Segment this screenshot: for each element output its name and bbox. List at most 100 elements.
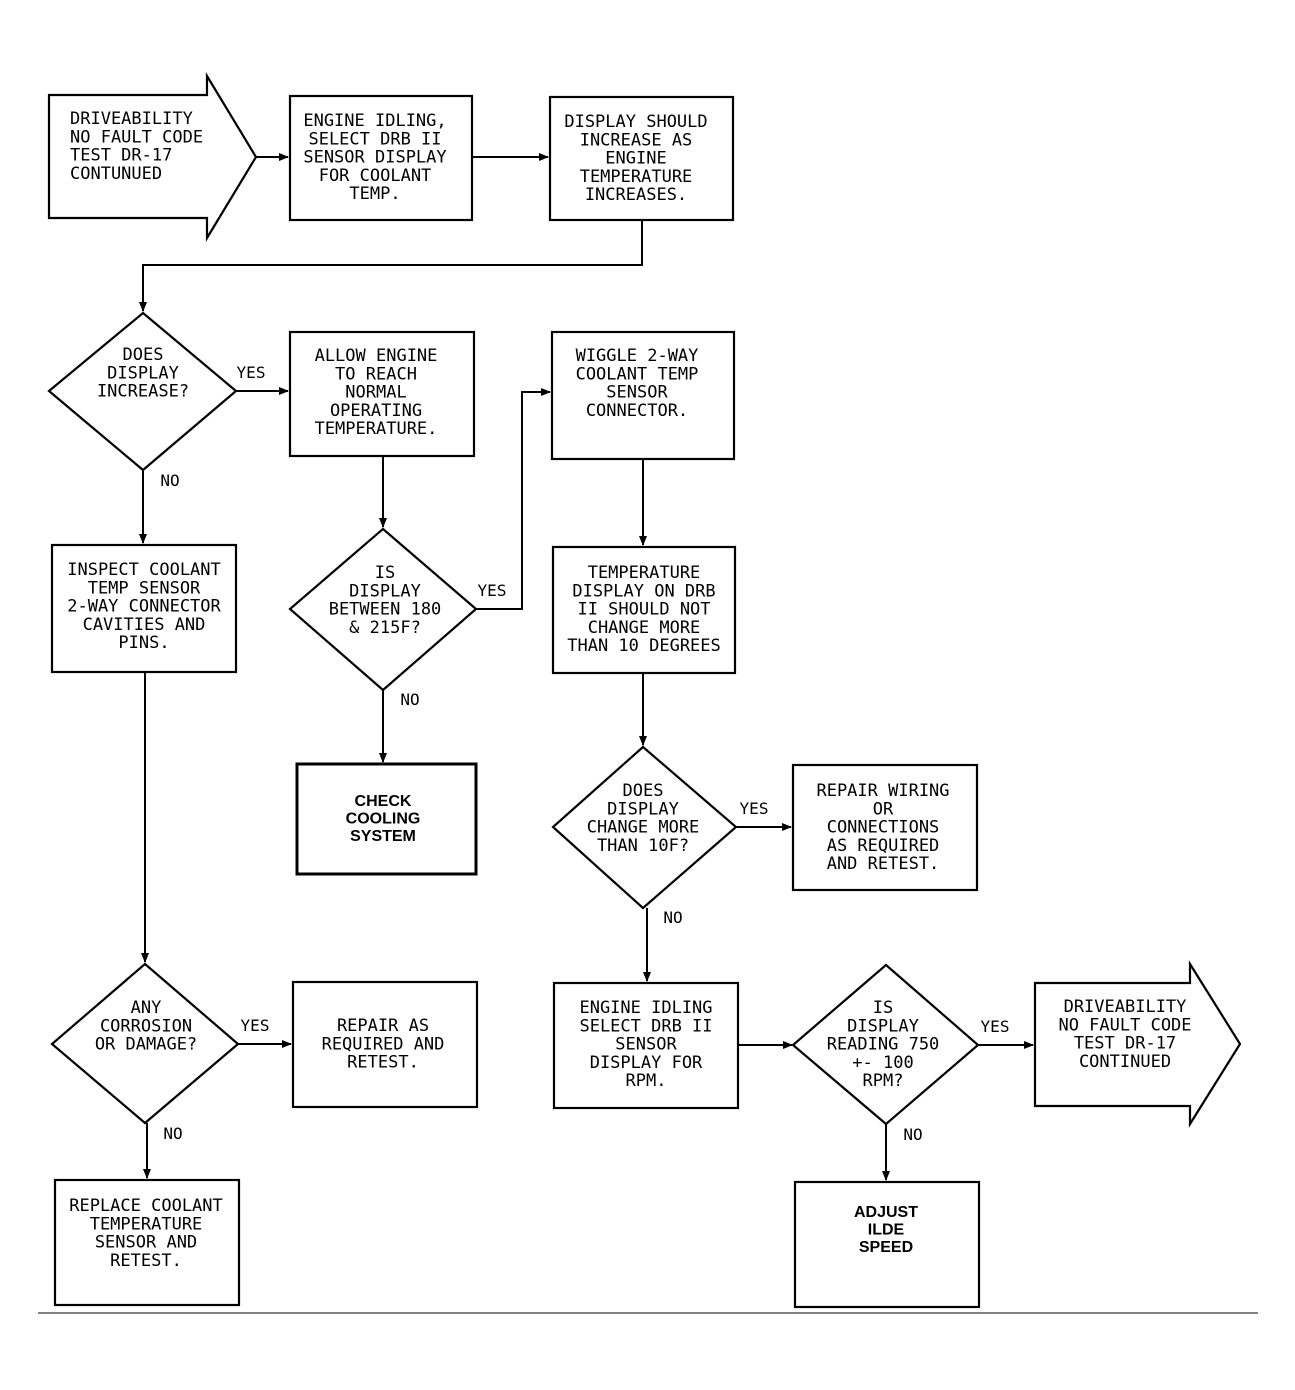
yes-label-between: YES bbox=[478, 581, 507, 600]
text-line: THAN 10 DEGREES bbox=[567, 636, 721, 656]
text-line: IS bbox=[375, 563, 395, 583]
text-line: REPAIR WIRING bbox=[816, 781, 949, 801]
text-line: II SHOULD NOT bbox=[577, 600, 710, 620]
text-line: CONTINUED bbox=[1079, 1052, 1171, 1072]
text-line: COOLING bbox=[346, 811, 421, 828]
text-line: CONNECTOR. bbox=[586, 401, 688, 421]
text-line: ENGINE IDLING, bbox=[303, 111, 446, 131]
any-corrosion-diamond bbox=[50, 962, 240, 1125]
text-line: TEMPERATURE bbox=[90, 1214, 203, 1234]
text-line: OR DAMAGE? bbox=[95, 1035, 197, 1055]
text-line: REPLACE COOLANT bbox=[69, 1196, 223, 1216]
is-display-between-diamond bbox=[288, 527, 478, 692]
text-line: ENGINE IDLING bbox=[579, 998, 712, 1018]
text-line: CHANGE MORE bbox=[588, 618, 701, 638]
text-line: ADJUST bbox=[854, 1204, 918, 1221]
text-line: SYSTEM bbox=[350, 828, 416, 845]
text-line: OR bbox=[873, 799, 894, 819]
text-line: SPEED bbox=[859, 1239, 913, 1256]
text-line: TEMP. bbox=[349, 184, 400, 204]
text-line: COOLANT TEMP bbox=[576, 364, 699, 384]
yes-label-increase: YES bbox=[237, 363, 266, 382]
replace-sensor-box bbox=[53, 1178, 241, 1307]
text-line: DRIVEABILITY bbox=[1064, 997, 1187, 1017]
no-label-reading: NO bbox=[903, 1125, 922, 1144]
text-line: THAN 10F? bbox=[597, 836, 689, 856]
text-line: & 215F? bbox=[349, 618, 421, 638]
allow-engine-box bbox=[288, 330, 476, 458]
text-line: DISPLAY bbox=[847, 1016, 919, 1036]
branch-labels: YES NO YES NO YES NO YES NO YES NO bbox=[160, 363, 1009, 1144]
text-line: INCREASE? bbox=[97, 382, 189, 402]
adjust-idle-box bbox=[793, 1180, 981, 1309]
text-line: ALLOW ENGINE bbox=[315, 346, 438, 366]
repair-as-required-box bbox=[291, 980, 479, 1109]
text-line: AS REQUIRED bbox=[827, 836, 940, 856]
text-line: CHANGE MORE bbox=[587, 818, 700, 838]
text-line: DOES bbox=[123, 345, 164, 365]
no-label-change: NO bbox=[663, 908, 682, 927]
text-line: TEST DR-17 bbox=[70, 146, 172, 166]
text-line: INCREASE AS bbox=[580, 130, 693, 150]
text-line: ANY bbox=[131, 998, 162, 1018]
text-line: OPERATING bbox=[330, 401, 422, 421]
text-line: CONNECTIONS bbox=[827, 818, 940, 838]
text-line: +- 100 bbox=[852, 1053, 913, 1073]
text-line: TEMPERATURE bbox=[588, 563, 701, 583]
text-line: 2-WAY CONNECTOR bbox=[67, 597, 221, 617]
text-line: RETEST. bbox=[347, 1053, 419, 1073]
yes-label-corrosion: YES bbox=[241, 1016, 270, 1035]
text-line: TEMP SENSOR bbox=[88, 578, 201, 598]
text-line: DISPLAY bbox=[349, 581, 421, 601]
text-line: IS bbox=[873, 998, 893, 1018]
text-line: SENSOR bbox=[606, 383, 668, 403]
start-arrow-shape bbox=[47, 72, 258, 242]
text-line: NORMAL bbox=[345, 383, 406, 403]
text-line: ENGINE bbox=[605, 149, 666, 169]
text-line: TEST DR-17 bbox=[1074, 1034, 1176, 1054]
text-line: TEMPERATURE. bbox=[315, 419, 438, 439]
text-line: CHECK bbox=[355, 793, 412, 810]
text-line: AND RETEST. bbox=[827, 854, 940, 874]
wiggle-connector-box bbox=[550, 330, 736, 461]
text-line: INSPECT COOLANT bbox=[67, 560, 221, 580]
text-line: SENSOR AND bbox=[95, 1233, 197, 1253]
text-line: PINS. bbox=[118, 633, 169, 653]
text-line: RETEST. bbox=[110, 1251, 182, 1271]
text-line: CAVITIES AND bbox=[83, 615, 206, 635]
text-line: WIGGLE 2-WAY bbox=[576, 346, 699, 366]
engine-idling-coolant-box bbox=[288, 94, 474, 222]
text-line: ILDE bbox=[868, 1222, 905, 1239]
yes-label-change: YES bbox=[740, 799, 769, 818]
no-label-increase: NO bbox=[160, 471, 179, 490]
text-line: SELECT DRB II bbox=[579, 1016, 712, 1036]
text-line: SENSOR DISPLAY bbox=[303, 148, 446, 168]
text-line: DISPLAY bbox=[107, 363, 179, 383]
text-line: CONTUNUED bbox=[70, 164, 162, 184]
shapes bbox=[47, 72, 1242, 1309]
no-label-between: NO bbox=[400, 690, 419, 709]
does-display-change-diamond bbox=[551, 745, 738, 910]
no-label-corrosion: NO bbox=[163, 1124, 182, 1143]
display-should-increase-box bbox=[548, 95, 735, 222]
text-line: DISPLAY bbox=[607, 799, 679, 819]
temperature-display-box bbox=[551, 545, 737, 675]
connector-yes-wiggle bbox=[476, 388, 551, 610]
text-line: CORROSION bbox=[100, 1016, 192, 1036]
